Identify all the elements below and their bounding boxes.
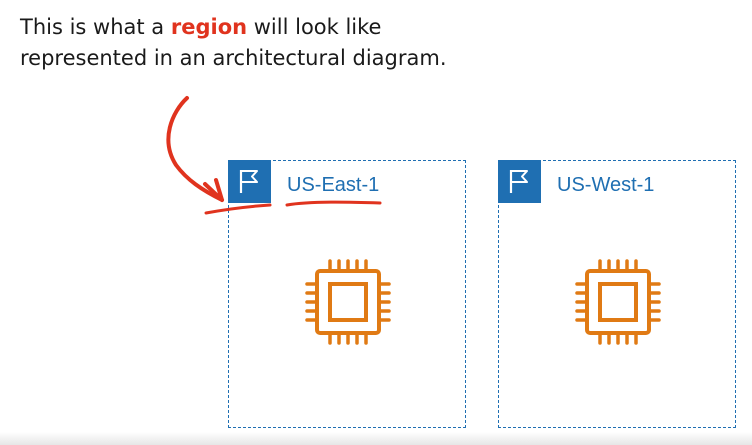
flag-icon — [227, 159, 271, 203]
ec2-instance-chip-icon — [305, 259, 391, 345]
region-box-us-west-1: US-West-1 — [497, 159, 736, 428]
region-label: US-West-1 — [557, 174, 655, 196]
flag-icon — [497, 159, 541, 203]
region-label: US-East-1 — [287, 174, 380, 196]
ec2-instance-chip-icon — [575, 259, 661, 345]
annotation-arrow — [166, 96, 224, 202]
bottom-shadow — [0, 432, 752, 445]
flag-glyph — [509, 170, 528, 193]
region-box-us-east-1: US-East-1 — [227, 159, 466, 428]
caption-text-start: This is what a — [20, 15, 171, 39]
flag-glyph — [239, 170, 258, 193]
caption-text-end: will look like — [247, 15, 382, 39]
caption: This is what a region will look like rep… — [20, 12, 720, 74]
caption-line-1: This is what a region will look like — [20, 12, 720, 43]
caption-highlight-word: region — [170, 15, 248, 39]
caption-line-2: represented in an architectural diagram. — [20, 46, 447, 70]
annotation-arrowhead — [203, 178, 224, 202]
